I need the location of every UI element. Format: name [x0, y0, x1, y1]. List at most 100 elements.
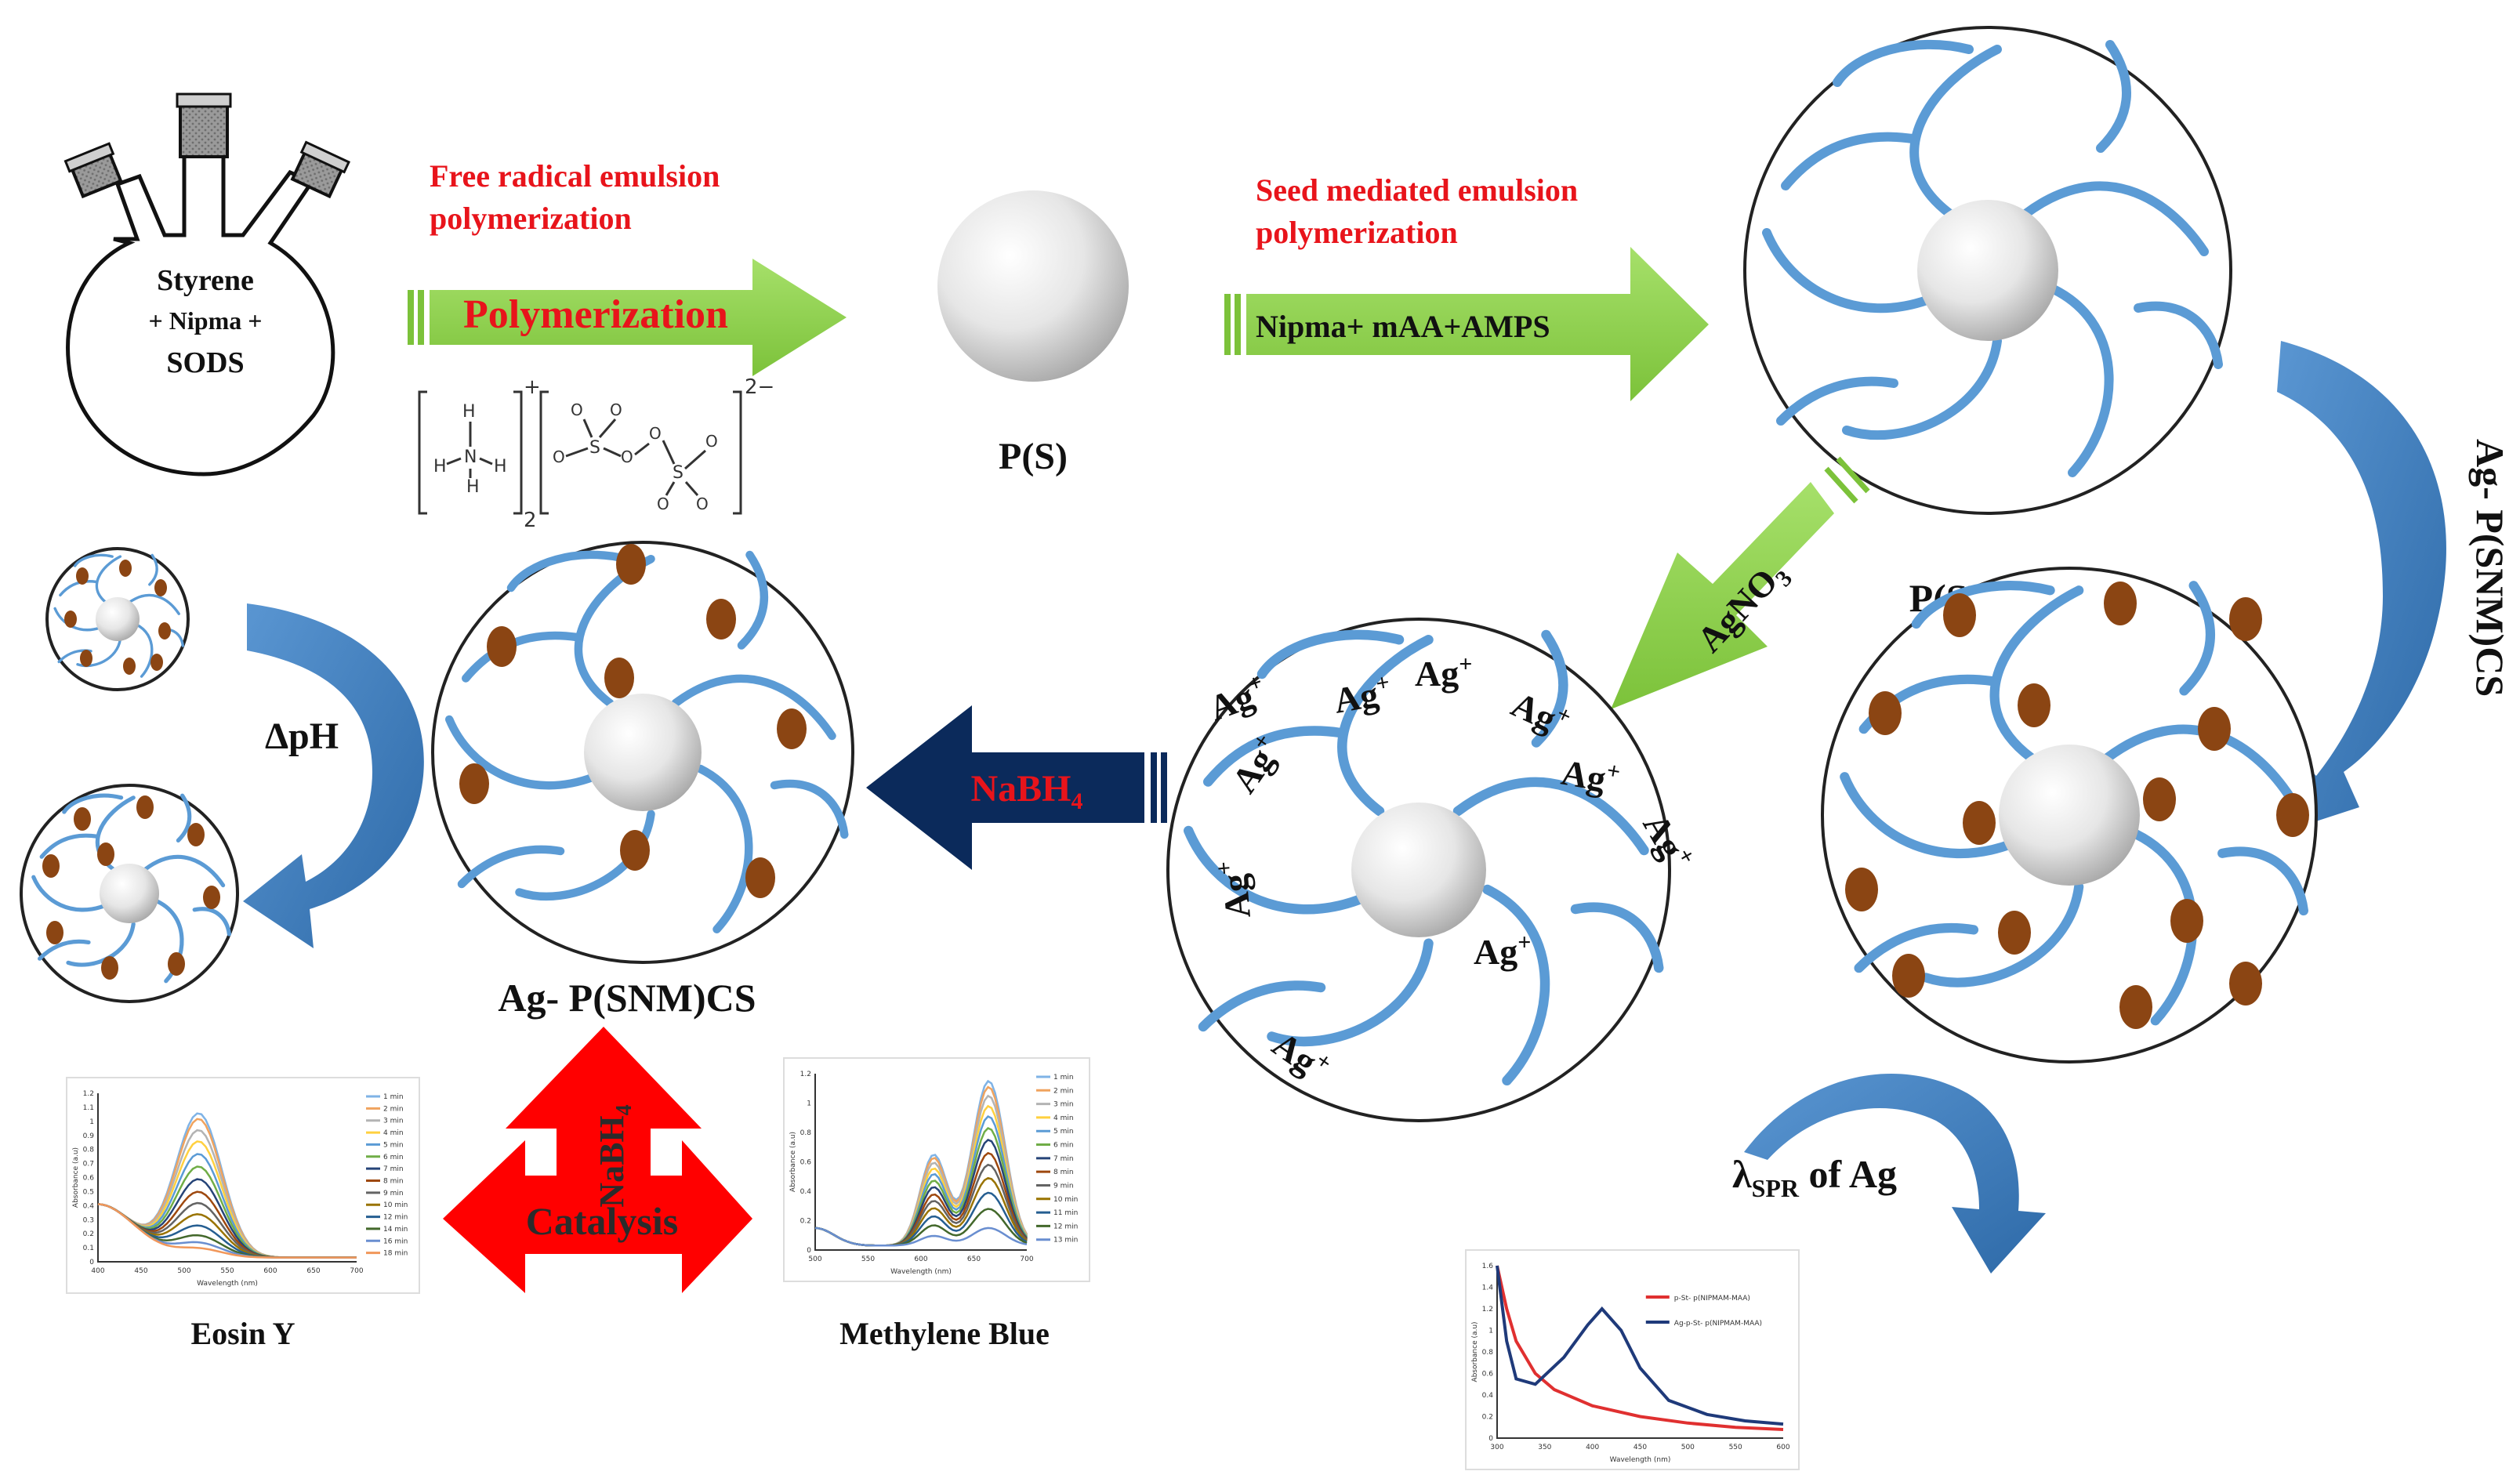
legend-entry: 11 min [1053, 1209, 1078, 1217]
legend-entry: 2 min [1053, 1087, 1074, 1095]
x-tick-label: 500 [177, 1267, 190, 1275]
agno3-arrow: AgNO3 [1611, 456, 1870, 709]
legend-entry: 12 min [1053, 1223, 1078, 1230]
psnmcs-particle [1743, 26, 2232, 515]
legend-entry: 10 min [383, 1201, 408, 1209]
svg-text:O: O [649, 424, 662, 443]
y-tick-label: 1.6 [1482, 1263, 1494, 1270]
y-axis-label: Absorbance (a.u) [789, 1132, 797, 1192]
three-neck-flask: Styrene + Nipma + SODS [63, 92, 350, 476]
ag-ion-label: Ag+ [1330, 669, 1394, 721]
x-tick-label: 450 [134, 1267, 147, 1275]
cation-charge: + [524, 375, 541, 399]
y-tick-label: 1.4 [1482, 1285, 1494, 1292]
legend-entry: 1 min [383, 1093, 404, 1101]
seed-emulsion-arrow: Nipma+ mAA+AMPS [1224, 247, 1709, 401]
svg-text:S: S [673, 463, 683, 483]
legend-entry: 8 min [1053, 1169, 1074, 1176]
legend-entry: 6 min [1053, 1142, 1074, 1150]
y-tick-label: 1 [89, 1118, 94, 1126]
y-tick-label: 0.1 [83, 1245, 94, 1252]
svg-text:N: N [464, 447, 477, 467]
svg-text:H: H [494, 457, 507, 476]
svg-text:O: O [657, 495, 669, 513]
y-tick-label: 1 [1488, 1328, 1493, 1335]
y-tick-label: 0.5 [83, 1188, 94, 1196]
flask-label-sods: SODS [166, 346, 244, 379]
legend-entry: 2 min [383, 1105, 404, 1113]
ag-ion-label: Ag+ [1558, 750, 1623, 802]
legend-entry: 12 min [383, 1214, 408, 1222]
eosin-y-label: Eosin Y [190, 1316, 295, 1351]
flask-label-styrene: Styrene [157, 264, 254, 297]
legend-entry: 4 min [1053, 1114, 1074, 1122]
right-curved-arrow: Ag- P(SNM)CS [2277, 341, 2512, 831]
flask-label-nipma: + Nipma + [149, 306, 263, 335]
y-tick-label: 1 [807, 1100, 811, 1108]
svg-text:H: H [433, 457, 447, 476]
y-tick-label: 1.1 [83, 1104, 94, 1112]
ps-label: P(S) [999, 436, 1068, 477]
legend-entry: 7 min [1053, 1155, 1074, 1163]
catalysis-label: Catalysis [526, 1199, 678, 1243]
step1-label-line1: Free radical emulsion [430, 158, 720, 194]
legend-entry: 9 min [383, 1190, 404, 1198]
x-axis-label: Wavelength (nm) [1610, 1456, 1671, 1464]
y-tick-label: 0.4 [83, 1202, 95, 1210]
svg-text:O: O [705, 432, 718, 451]
dph-label: ΔpH [265, 716, 339, 757]
step2-label-line1: Seed mediated emulsion [1256, 172, 1578, 208]
y-tick-label: 0.8 [1482, 1349, 1494, 1357]
series-line [814, 1227, 1028, 1247]
anion-charge: 2− [745, 375, 774, 399]
y-tick-label: 0 [807, 1247, 811, 1255]
legend-entry: 14 min [383, 1226, 408, 1234]
y-tick-label: 0.4 [800, 1188, 812, 1196]
ag-ion-label: Ag+ [1211, 859, 1258, 920]
x-tick-label: 500 [1681, 1444, 1695, 1451]
chart-axes [1496, 1266, 1783, 1439]
legend-entry: 7 min [383, 1165, 404, 1173]
chart-axes [97, 1093, 357, 1263]
x-tick-label: 550 [861, 1256, 875, 1263]
y-tick-label: 0.7 [83, 1161, 94, 1169]
legend-entry: 1 min [1053, 1074, 1074, 1082]
y-tick-label: 0.8 [83, 1147, 95, 1154]
nabh4-arrow-text: NaBH4 [970, 768, 1082, 814]
svg-text:O: O [571, 400, 583, 419]
y-tick-label: 0.2 [1482, 1414, 1493, 1422]
legend-entry: 16 min [383, 1237, 408, 1245]
legend-entry: 13 min [1053, 1237, 1078, 1245]
dph-curved-arrow: ΔpH [243, 603, 424, 948]
x-tick-label: 500 [808, 1256, 821, 1263]
polymerization-arrow: Polymerization [408, 259, 847, 376]
y-tick-label: 0.3 [83, 1216, 94, 1224]
right-curve-label: Ag- P(SNM)CS [2468, 439, 2512, 697]
swollen-particle-small [20, 784, 239, 1003]
legend-entry: p-St- p(NIPMAM-MAA) [1674, 1295, 1750, 1303]
series-line [1496, 1265, 1784, 1431]
y-tick-label: 0.6 [83, 1175, 95, 1183]
x-axis-label: Wavelength (nm) [890, 1268, 952, 1276]
svg-text:O: O [621, 447, 633, 466]
legend-entry: 8 min [383, 1178, 404, 1186]
chart-frame [66, 1077, 420, 1294]
spr-curved-arrow: λSPR of Ag [1732, 1074, 2046, 1274]
legend-entry: Ag-p-St- p(NIPMAM-MAA) [1674, 1320, 1762, 1328]
x-tick-label: 650 [967, 1256, 981, 1263]
ag-ion-loaded-particle [1166, 618, 1671, 1122]
y-axis-label: Absorbance (a.u) [72, 1147, 80, 1208]
y-tick-label: 0.9 [83, 1132, 95, 1140]
svg-text:O: O [553, 447, 565, 466]
x-tick-label: 600 [1776, 1444, 1789, 1451]
ag-psnmcs-label: Ag- P(SNM)CS [498, 976, 756, 1020]
polymerization-arrow-text: Polymerization [463, 292, 728, 337]
series-line [1496, 1265, 1784, 1426]
y-tick-label: 0 [89, 1259, 94, 1266]
catalysis-nabh4-text: NaBH4 [593, 1104, 636, 1207]
y-tick-label: 1.2 [1482, 1306, 1493, 1314]
